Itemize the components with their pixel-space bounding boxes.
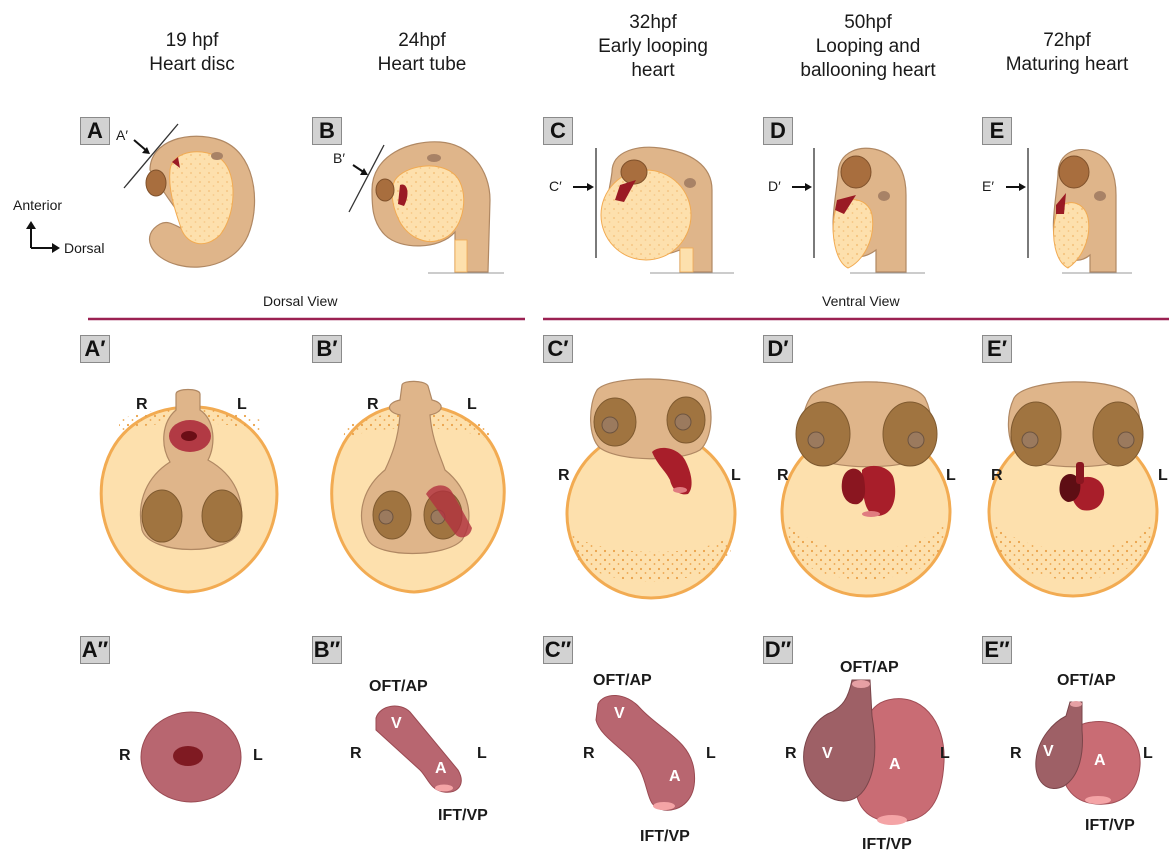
heart-tube-24hpf — [376, 706, 461, 792]
panel-badge-b-double-prime: B″ — [312, 636, 342, 664]
embryo-19hpf-lateral — [124, 124, 255, 267]
panel-badge-c-prime: C′ — [543, 335, 573, 363]
side-label-right: R — [350, 745, 362, 763]
side-label-right: R — [777, 467, 789, 485]
side-label-right: R — [558, 467, 570, 485]
section-label-b: B′ — [333, 150, 345, 166]
atrium-label: A — [669, 768, 681, 786]
side-label-left: L — [731, 467, 741, 485]
ventricle-label: V — [822, 745, 833, 763]
side-label-right: R — [1010, 745, 1022, 763]
venous-pole-label: IFT/VP — [640, 828, 690, 846]
venous-pole-label: IFT/VP — [438, 807, 488, 825]
dorsal-label: Dorsal — [64, 240, 104, 256]
atrium-label: A — [1094, 752, 1106, 770]
section-label-c: C′ — [549, 178, 562, 194]
side-label-right: R — [991, 467, 1003, 485]
panel-badge-b: B — [312, 117, 342, 145]
venous-pole-label: IFT/VP — [1085, 817, 1135, 835]
embryo-50hpf-lateral — [792, 148, 925, 273]
ventricle-label: V — [1043, 743, 1054, 761]
side-label-left: L — [1158, 467, 1168, 485]
ventricle-label: V — [614, 705, 625, 723]
section-label-a: A′ — [116, 127, 128, 143]
section-label-e: E′ — [982, 178, 994, 194]
venous-pole-label: IFT/VP — [862, 836, 912, 854]
embryo-50hpf-ventral — [782, 382, 950, 596]
side-label-left: L — [940, 745, 950, 763]
side-label-left: L — [477, 745, 487, 763]
heart-looping-32hpf — [596, 695, 695, 810]
embryo-32hpf-lateral — [573, 147, 734, 273]
embryo-32hpf-ventral — [567, 379, 735, 598]
side-label-right: R — [583, 745, 595, 763]
panel-badge-d-prime: D′ — [763, 335, 793, 363]
panel-badge-d: D — [763, 117, 793, 145]
side-label-left: L — [237, 396, 247, 414]
side-label-left: L — [946, 467, 956, 485]
atrium-label: A — [435, 760, 447, 778]
orientation-axes — [26, 221, 60, 253]
dorsal-view-label: Dorsal View — [263, 293, 337, 309]
side-label-left: L — [253, 747, 263, 765]
side-label-right: R — [119, 747, 131, 765]
panel-badge-e: E — [982, 117, 1012, 145]
anterior-label: Anterior — [13, 197, 62, 213]
panel-badge-a: A — [80, 117, 110, 145]
panel-badge-e-double-prime: E″ — [982, 636, 1012, 664]
embryo-19hpf-dorsal — [101, 390, 277, 593]
panel-badge-c: C — [543, 117, 573, 145]
ventral-view-label: Ventral View — [822, 293, 900, 309]
arterial-pole-label: OFT/AP — [369, 678, 428, 696]
heart-disc-19hpf — [141, 712, 241, 802]
side-label-right: R — [136, 396, 148, 414]
side-label-left: L — [1143, 745, 1153, 763]
section-label-d: D′ — [768, 178, 781, 194]
ear-shape — [211, 152, 223, 160]
panel-badge-e-prime: E′ — [982, 335, 1012, 363]
atrium-label: A — [889, 756, 901, 774]
embryo-24hpf-dorsal — [332, 381, 505, 592]
side-label-right: R — [785, 745, 797, 763]
ventricle-label: V — [391, 715, 402, 733]
panel-badge-b-prime: B′ — [312, 335, 342, 363]
embryo-72hpf-lateral — [1006, 148, 1132, 273]
side-label-left: L — [706, 745, 716, 763]
side-label-left: L — [467, 396, 477, 414]
arterial-pole-label: OFT/AP — [593, 672, 652, 690]
panel-badge-a-double-prime: A″ — [80, 636, 110, 664]
embryo-24hpf-lateral — [349, 142, 504, 273]
panel-badge-d-double-prime: D″ — [763, 636, 793, 664]
arterial-pole-label: OFT/AP — [840, 659, 899, 677]
side-label-right: R — [367, 396, 379, 414]
embryo-72hpf-ventral — [989, 382, 1157, 596]
panel-badge-a-prime: A′ — [80, 335, 110, 363]
panel-badge-c-double-prime: C″ — [543, 636, 573, 664]
eye-shape — [146, 170, 166, 196]
arterial-pole-label: OFT/AP — [1057, 672, 1116, 690]
